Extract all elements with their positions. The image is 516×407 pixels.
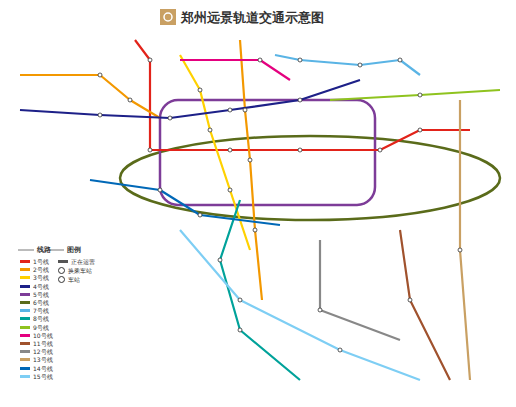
station-dot (338, 348, 342, 352)
legend-text: 正在运营 (71, 258, 95, 265)
station-dot (218, 258, 222, 262)
station-dot (238, 328, 242, 332)
legend-text: 9号线 (33, 324, 49, 331)
line-swatch (20, 317, 30, 320)
legend-text: 12号线 (33, 348, 53, 355)
legend-text: 14号线 (33, 365, 53, 372)
station-dot (298, 148, 302, 152)
line-swatch (20, 293, 30, 296)
line-swatch (20, 301, 30, 304)
station-dot (228, 148, 232, 152)
metro-line (180, 230, 420, 380)
metro-line (240, 40, 262, 300)
line-swatch (20, 375, 30, 378)
station-dot (418, 93, 422, 97)
metro-line (180, 60, 290, 80)
legend-text: 7号线 (33, 307, 49, 314)
line-swatch (20, 326, 30, 329)
legend-text: 15号线 (33, 373, 53, 380)
station-dot (243, 108, 247, 112)
station-dot (198, 213, 202, 217)
legend-text: 6号线 (33, 299, 49, 306)
station-dot (198, 88, 202, 92)
station-dot (148, 58, 152, 62)
metro-line (135, 40, 470, 150)
legend-text: 11号线 (33, 340, 53, 347)
line-swatch (20, 350, 30, 353)
line-swatch (20, 285, 30, 288)
station-dot (298, 98, 302, 102)
station-dot (148, 148, 152, 152)
legend-text: 5号线 (33, 291, 49, 298)
station-dot (318, 308, 322, 312)
line-swatch (20, 276, 30, 279)
metro-line (275, 55, 420, 75)
logo (160, 9, 176, 25)
legend-text: 4号线 (33, 283, 49, 290)
line-swatch (20, 334, 30, 337)
station-dot (128, 98, 132, 102)
station-dot (253, 228, 257, 232)
symbol-sample (58, 267, 65, 274)
legend-text: 13号线 (33, 356, 53, 363)
line-swatch (20, 342, 30, 345)
line-swatch (20, 367, 30, 370)
legend-text: 10号线 (33, 332, 53, 339)
legend-text: 车站 (68, 276, 80, 283)
station-dot (418, 128, 422, 132)
symbol-sample (58, 276, 65, 283)
legend-text: 8号线 (33, 315, 49, 322)
metro-line (460, 100, 470, 380)
line-swatch (20, 260, 30, 263)
station-dot (248, 158, 252, 162)
line-swatch (20, 358, 30, 361)
legend-heading: 线路 (37, 246, 51, 255)
station-dot (378, 148, 382, 152)
metro-line (330, 90, 500, 100)
station-dot (98, 113, 102, 117)
station-dot (408, 298, 412, 302)
legend-rule (18, 250, 34, 251)
station-dot (98, 73, 102, 77)
legend-text: 2号线 (33, 266, 49, 273)
legend-text: 3号线 (33, 274, 49, 281)
line-swatch (20, 268, 30, 271)
station-dot (228, 108, 232, 112)
metro-line (20, 80, 360, 118)
metro-line (400, 230, 450, 380)
station-dot (398, 58, 402, 62)
station-dot (298, 58, 302, 62)
station-dot (158, 188, 162, 192)
legend-heading: 图例 (67, 246, 81, 255)
station-dot (258, 58, 262, 62)
station-dot (358, 63, 362, 67)
logo-mark (164, 13, 172, 21)
station-dot (238, 298, 242, 302)
ring-line (120, 136, 500, 220)
map-title: 郑州远景轨道交通示意图 (181, 9, 324, 27)
station-dot (228, 188, 232, 192)
legend-text: 换乘车站 (68, 267, 92, 274)
metro-line (320, 240, 400, 340)
station-dot (458, 248, 462, 252)
symbol-sample (58, 260, 68, 263)
line-swatch (20, 309, 30, 312)
metro-line (90, 180, 280, 225)
station-dot (168, 116, 172, 120)
legend-text: 1号线 (33, 258, 49, 265)
station-dot (208, 128, 212, 132)
